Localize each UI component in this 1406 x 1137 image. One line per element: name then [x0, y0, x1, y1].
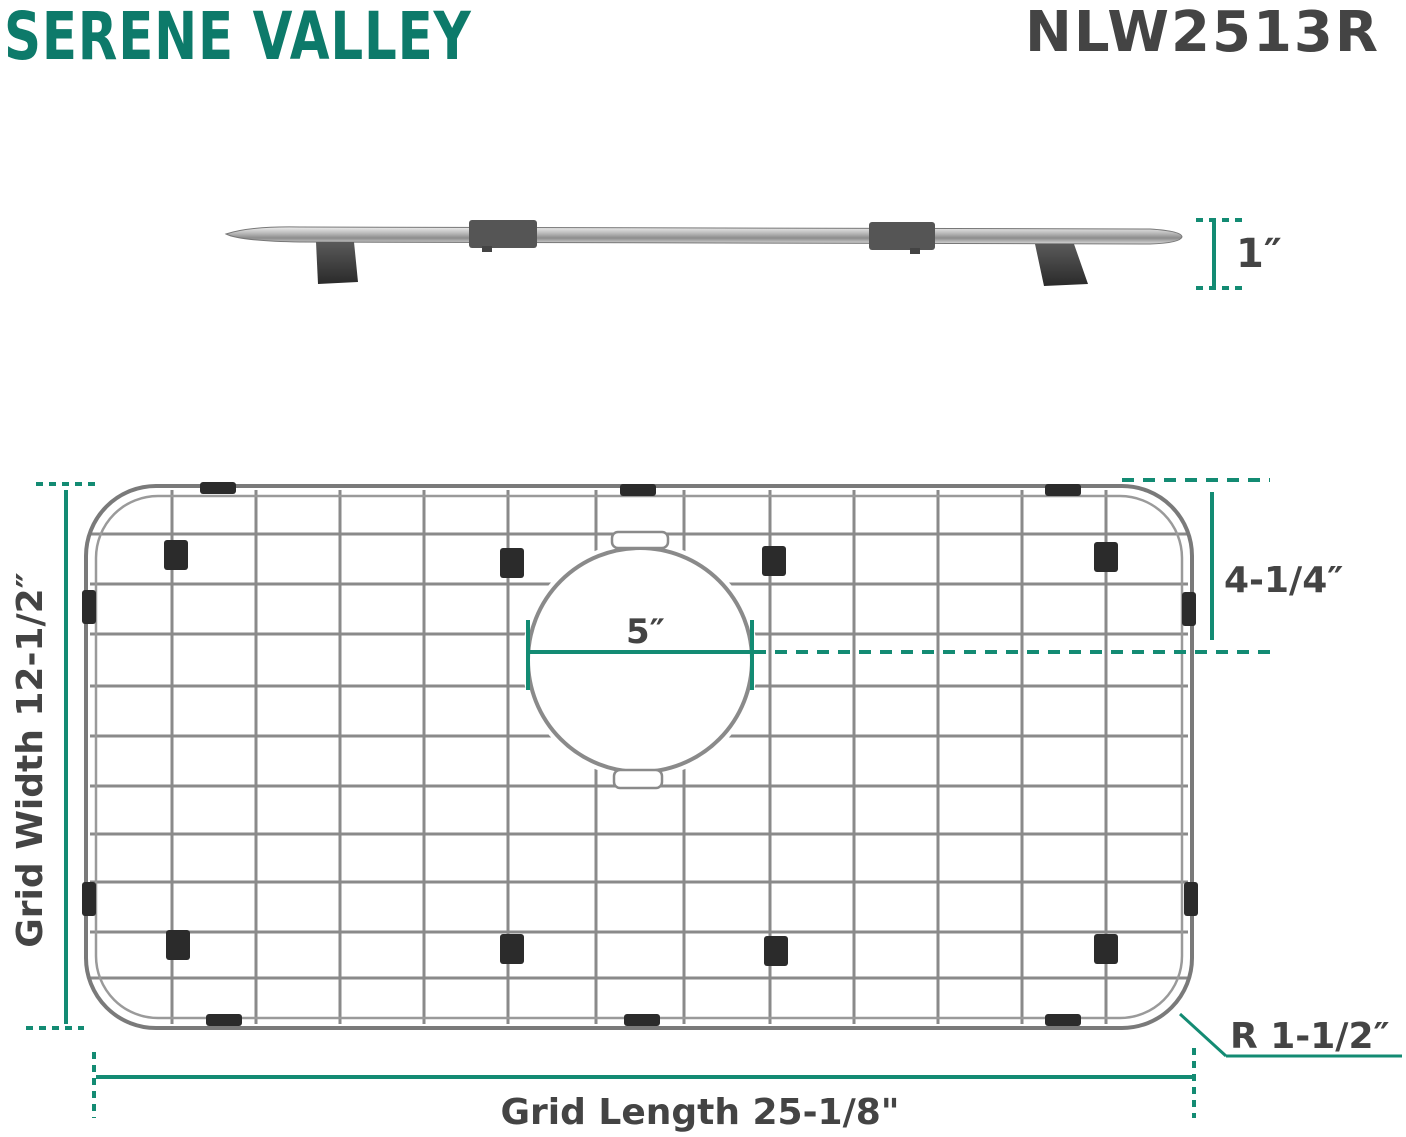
edge-bumper [82, 590, 96, 624]
foot-bumper [762, 546, 786, 576]
side-clip-right [869, 222, 935, 250]
width-label: Grid Width 12-1/2″ [10, 572, 51, 948]
side-foot-left [316, 242, 358, 284]
side-clip-left [469, 220, 537, 248]
edge-bumper [82, 882, 96, 916]
foot-bumper [764, 936, 788, 966]
model-number: NLW2513R [1025, 0, 1380, 65]
brand-logo: SERENE VALLEY [4, 0, 472, 75]
length-label: Grid Length 25-1/8" [500, 1092, 899, 1133]
foot-bumper [1094, 542, 1118, 572]
corner-radius-label: R 1-1/2″ [1230, 1016, 1390, 1057]
edge-bumper [1184, 882, 1198, 916]
edge-bumper [620, 484, 656, 496]
hole-offset-label: 4-1/4″ [1224, 560, 1343, 601]
height-label: 1″ [1236, 231, 1282, 277]
edge-bumper [624, 1014, 660, 1026]
side-profile-view [224, 220, 1183, 286]
corner-radius-leader [1178, 1012, 1402, 1058]
foot-bumper [500, 934, 524, 964]
drain-hole-mask [522, 542, 758, 778]
edge-bumper [1045, 484, 1081, 496]
grid-top-view [82, 482, 1198, 1030]
foot-bumper [500, 548, 524, 578]
edge-bumper [1182, 592, 1196, 626]
width-dimension [26, 482, 96, 1030]
height-dimension [1196, 218, 1246, 290]
edge-bumper [1045, 1014, 1081, 1026]
side-rail [224, 226, 1183, 245]
side-foot-right [1035, 244, 1088, 286]
hole-diameter-label: 5″ [626, 612, 665, 652]
foot-bumper [1094, 934, 1118, 964]
foot-bumper [164, 540, 188, 570]
hole-diameter-dimension [526, 620, 1270, 690]
hole-offset-dimension [1122, 478, 1270, 640]
rubber-bumpers [82, 482, 1198, 1026]
edge-bumper [206, 1014, 242, 1026]
foot-bumper [166, 930, 190, 960]
length-dimension [92, 1048, 1196, 1118]
edge-bumper [200, 482, 236, 494]
